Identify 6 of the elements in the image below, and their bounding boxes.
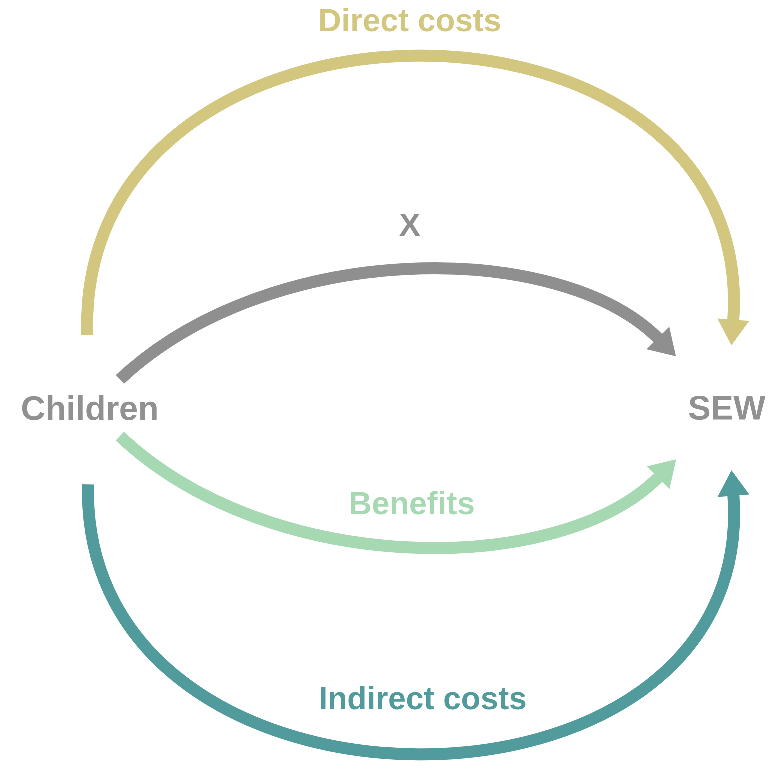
node-label: Children: [22, 396, 157, 420]
edge-label: Indirect costs: [316, 684, 530, 712]
node-label: SEW: [689, 396, 766, 420]
edge-label: X: [397, 212, 423, 238]
edge-label: Benefits: [346, 489, 478, 517]
edge-label: Direct costs: [316, 6, 504, 34]
